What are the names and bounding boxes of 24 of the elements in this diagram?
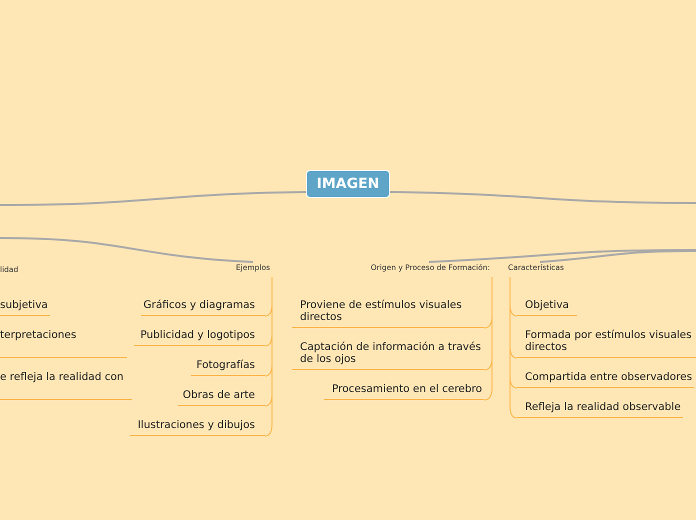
subtopic-text: Formada por estímulos visuales directos	[525, 329, 693, 353]
connector-line	[484, 276, 492, 400]
subtopic-text: Obras de arte	[182, 389, 255, 401]
connector-line	[428, 249, 696, 263]
subtopic-text: Objetiva	[525, 299, 569, 311]
subtopic-text: subjetiva	[0, 299, 48, 311]
connector-line	[390, 191, 696, 204]
connector-line	[0, 237, 254, 263]
subtopic-text: terpretaciones	[0, 329, 76, 341]
subtopic-text: Procesamiento en el cerebro	[332, 383, 482, 395]
connector-line	[540, 250, 696, 263]
connector-line	[510, 276, 518, 418]
subtopic-text: Fotografías	[196, 359, 255, 371]
subtopic-text: e refleja la realidad con	[0, 371, 124, 383]
central-topic-box	[306, 170, 390, 198]
subtopic-text: Publicidad y logotipos	[140, 329, 255, 341]
subtopic-text: Ilustraciones y dibujos	[138, 419, 255, 431]
subtopic-text: Compartida entre observadores	[525, 371, 692, 383]
subtopic-text: Proviene de estímulos visuales directos	[300, 299, 463, 323]
subtopic-text: Captación de información a través de los ojos	[300, 341, 482, 365]
central-topic-text: IMAGEN	[316, 177, 380, 191]
subtopic-text: Gráficos y diagramas	[143, 299, 255, 311]
connector-line	[0, 191, 306, 206]
subtopic-text: Refleja la realidad observable	[525, 401, 681, 413]
